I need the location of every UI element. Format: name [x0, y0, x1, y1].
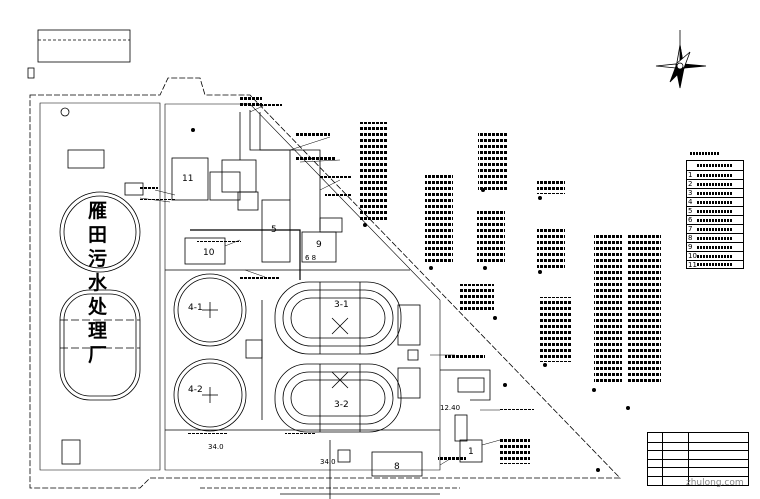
label-building-5: 5 — [271, 225, 277, 235]
dimension-label-3: 34.0 — [208, 443, 224, 451]
plant-name-char-1: 雁 — [88, 200, 108, 222]
building-5 — [261, 199, 291, 263]
reactor-3-2 — [274, 363, 402, 433]
watermark: zhulong.com — [686, 478, 744, 488]
legend-row: 6 — [687, 215, 743, 225]
building-9 — [301, 231, 337, 263]
top-building — [37, 29, 131, 63]
legend-row: 7 — [687, 224, 743, 234]
legend-row: 4 — [687, 197, 743, 207]
legend-title — [690, 150, 720, 157]
label-reactor-3-1: 3-1 — [334, 300, 349, 310]
north-arrow-icon — [655, 30, 707, 89]
plant-name-char-6: 理 — [88, 320, 108, 342]
legend-row: 11 — [687, 260, 743, 269]
label-clarifier-4-2: 4-2 — [188, 385, 203, 395]
plant-name-char-2: 田 — [88, 224, 108, 246]
left-tank-top — [59, 191, 141, 273]
legend-header-row — [687, 161, 743, 171]
legend-table: 1 2 3 4 5 6 7 8 9 10 11 — [686, 160, 744, 269]
label-reactor-3-2: 3-2 — [334, 400, 349, 410]
legend-row: 10 — [687, 251, 743, 261]
label-building-11: 11 — [182, 174, 194, 184]
legend-row: 9 — [687, 242, 743, 252]
legend-row: 8 — [687, 233, 743, 243]
label-building-6-8: 6 8 — [305, 254, 317, 262]
legend-row: 2 — [687, 179, 743, 189]
legend-row: 3 — [687, 188, 743, 198]
title-block — [647, 432, 749, 486]
label-building-8: 8 — [394, 462, 400, 472]
label-clarifier-4-1: 4-1 — [188, 303, 203, 313]
reactor-3-1 — [274, 281, 402, 355]
building-1 — [459, 439, 483, 463]
small-building-left — [67, 149, 105, 169]
building-8 — [371, 451, 423, 477]
annotation-blocks — [140, 96, 661, 464]
legend-row: 1 — [687, 170, 743, 180]
label-building-9: 9 — [316, 240, 322, 250]
building-11 — [171, 157, 209, 201]
label-building-1: 1 — [468, 447, 474, 457]
plant-name-char-4: 水 — [88, 272, 108, 294]
legend-row: 5 — [687, 206, 743, 216]
site-boundary — [29, 77, 621, 489]
plant-name-char-3: 污 — [88, 248, 108, 270]
dimension-label-1: 12.40 — [440, 404, 461, 412]
clarifier-4-1 — [173, 273, 247, 347]
label-building-10: 10 — [203, 248, 215, 258]
dimension-label-2: 34.0 — [320, 458, 336, 466]
plant-name-char-5: 处 — [88, 296, 108, 318]
plant-name-char-7: 厂 — [88, 344, 108, 366]
